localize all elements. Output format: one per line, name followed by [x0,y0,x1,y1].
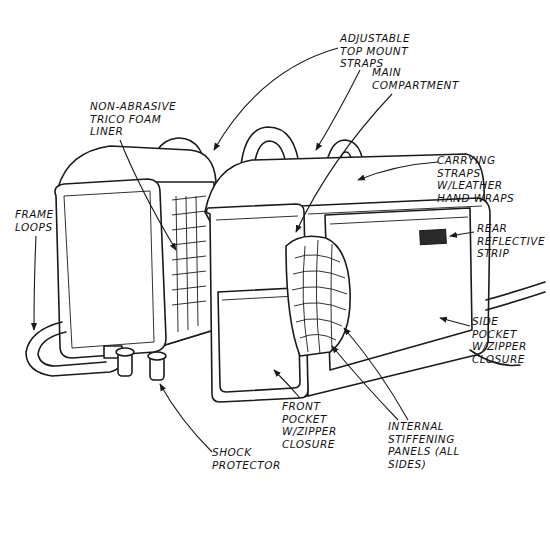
frame-loop [486,282,545,310]
leader-line [344,328,408,420]
pocket-zipper [330,217,468,224]
leader-line [160,384,212,452]
callout-label: ADJUSTABLE TOP MOUNT STRAPS [340,32,420,70]
leader-line [274,370,300,398]
leader-line [440,318,470,326]
leader-line [120,140,176,250]
leader-line [358,162,438,180]
front-pocket [218,288,300,392]
zipper-seam [64,191,154,348]
pocket-zipper [222,296,296,300]
callout-label: SHOCK PROTECTOR [212,446,287,471]
callout-label: CARRYING STRAPS W/LEATHER HAND WRAPS [437,154,522,204]
shock-protector [148,352,166,360]
open-pocket-flap [286,236,350,356]
callout-label: MAIN COMPARTMENT [372,66,467,91]
callout-label: SIDE POCKET W/ZIPPER CLOSURE [472,315,532,365]
foam-liner-mesh [172,196,206,332]
shock-protector [116,348,134,356]
frame-loop [26,322,123,376]
left-bag-front [55,179,166,358]
leader-line [450,232,474,236]
reflective-strip [420,229,447,244]
leader-line [214,48,338,150]
callout-label: FRONT POCKET W/ZIPPER CLOSURE [282,400,342,450]
frame-loop [38,332,106,366]
callout-label: NON-ABRASIVE TRICO FOAM LINER [90,100,182,138]
leader-line [332,346,398,420]
callout-label: INTERNAL STIFFENING PANELS (ALL SIDES) [388,420,460,470]
pocket-mesh [292,240,347,354]
callout-label: REAR REFLECTIVE STRIP [477,222,549,260]
leader-line [34,236,36,330]
leader-line [316,70,360,150]
callout-label: FRAME LOOPS [15,208,65,233]
leader-line [296,94,392,232]
